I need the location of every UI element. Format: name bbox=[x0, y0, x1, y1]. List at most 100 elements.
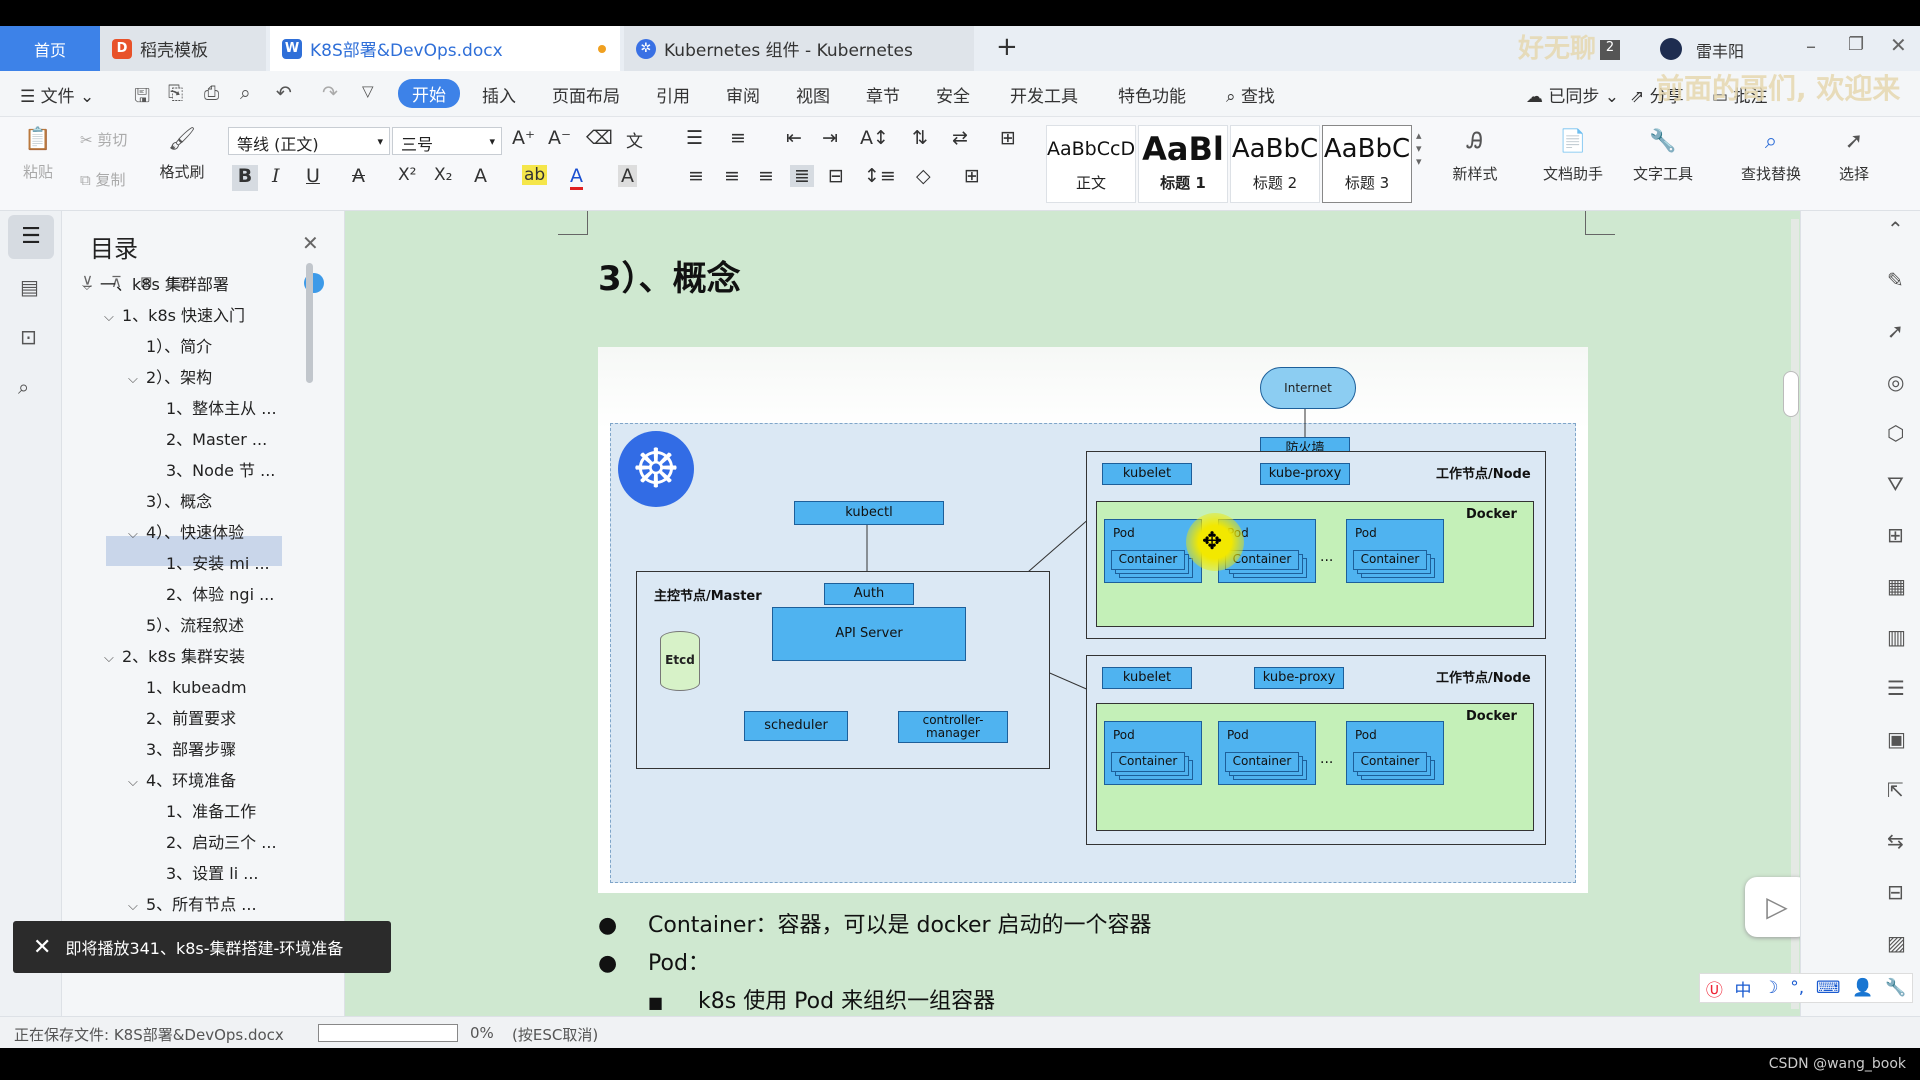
distribute-icon[interactable]: ⊟ bbox=[828, 165, 844, 187]
bullet-pod-sub[interactable]: ■k8s 使用 Pod 来组织一组容器 bbox=[648, 989, 996, 1014]
shrink-font-icon[interactable]: A⁻ bbox=[548, 127, 572, 149]
toc-controls[interactable]: ⊻⊼⊞⊟ bbox=[82, 273, 202, 291]
menu-item-insert[interactable]: 插入 bbox=[482, 87, 516, 107]
new-tab-button[interactable]: + bbox=[996, 32, 1018, 62]
shading-icon[interactable]: ◇ bbox=[916, 165, 931, 187]
menu-item-page-layout[interactable]: 页面布局 bbox=[552, 87, 620, 107]
table-icon[interactable]: ⊞ bbox=[1887, 523, 1904, 547]
menu-item-reference[interactable]: 引用 bbox=[656, 87, 690, 107]
strikethrough-button[interactable]: A bbox=[352, 165, 365, 187]
border-icon[interactable]: ⊞ bbox=[964, 165, 980, 187]
collapse-icon[interactable]: ⌃ bbox=[1887, 217, 1904, 241]
menu-item-security[interactable]: 安全 bbox=[936, 87, 970, 107]
text-tools-button[interactable]: 🔧 文字工具 bbox=[1632, 129, 1693, 183]
shapes-icon[interactable]: ⬡ bbox=[1887, 421, 1905, 445]
toc-item[interactable]: 1、整体主从 ... bbox=[166, 399, 277, 418]
menu-item-features[interactable]: 特色功能 bbox=[1118, 87, 1186, 107]
tab-home[interactable]: 首页 bbox=[0, 26, 100, 71]
cut-button[interactable]: ✂ 剪切 bbox=[80, 131, 128, 149]
restore-button[interactable]: ❐ bbox=[1848, 34, 1865, 55]
scrollbar-thumb[interactable] bbox=[1783, 371, 1799, 417]
underline-button[interactable]: U bbox=[306, 165, 320, 187]
toc-scrollbar[interactable] bbox=[306, 263, 313, 383]
chevron-down-icon[interactable]: ⌵ bbox=[104, 310, 114, 325]
line-spacing-icon[interactable]: ↕≡ bbox=[864, 165, 896, 187]
font-size-select[interactable]: 三号▾ bbox=[392, 127, 502, 155]
toc-item[interactable]: 2、启动三个 ... bbox=[166, 833, 277, 852]
chevron-down-icon[interactable]: ⌵ bbox=[104, 651, 114, 666]
increase-indent-icon[interactable]: ⇥ bbox=[822, 127, 838, 149]
tab-web-kubernetes[interactable]: ✲ Kubernetes 组件 - Kubernetes bbox=[624, 26, 974, 71]
menu-item-chapter[interactable]: 章节 bbox=[866, 87, 900, 107]
menu-item-view[interactable]: 视图 bbox=[796, 87, 830, 107]
chevron-down-icon[interactable]: ⌵ bbox=[128, 372, 138, 387]
find-replace-button[interactable]: ⌕ 查找替换 bbox=[1740, 129, 1801, 183]
toc-item[interactable]: ⌵4）、快速体验 bbox=[128, 523, 245, 542]
font-family-select[interactable]: 等线 (正文)▾ bbox=[228, 127, 390, 155]
style-normal[interactable]: AaBbCcDc 正文 bbox=[1046, 125, 1136, 203]
bold-button[interactable]: B bbox=[232, 165, 258, 191]
format-painter-button[interactable]: 🖌 格式刷 bbox=[159, 127, 205, 181]
user-name[interactable]: 雷丰阳 bbox=[1696, 42, 1745, 61]
toc-item[interactable]: 1、准备工作 bbox=[166, 802, 257, 821]
toc-item[interactable]: ⌵2、k8s 集群安装 bbox=[104, 647, 246, 666]
toc-item[interactable]: 2、Master ... bbox=[166, 430, 268, 449]
minimize-button[interactable]: – bbox=[1806, 34, 1816, 58]
toc-item[interactable]: 3、部署步骤 bbox=[146, 740, 237, 759]
tab-document[interactable]: W K8S部署&DevOps.docx bbox=[270, 26, 620, 71]
align-right-icon[interactable]: ≡ bbox=[758, 165, 774, 187]
location-icon[interactable]: ◎ bbox=[1887, 370, 1905, 394]
filter-icon[interactable]: ☰ bbox=[1887, 676, 1905, 700]
style-heading-1[interactable]: AaBl 标题 1 bbox=[1138, 125, 1228, 203]
toc-item[interactable]: ⌵一、k8s 集群部署 bbox=[82, 275, 229, 294]
phonetic-icon[interactable]: 文 bbox=[626, 132, 643, 152]
doc-assistant-button[interactable]: 📄 文档助手 bbox=[1542, 129, 1603, 183]
export-icon[interactable]: ⇱ bbox=[1887, 778, 1904, 802]
chevron-down-icon[interactable]: ⌵ bbox=[82, 279, 92, 294]
paragraph-icon[interactable]: ⇄ bbox=[952, 127, 968, 149]
toc-item[interactable]: ⌵5、所有节点 ... bbox=[128, 895, 257, 914]
justify-icon[interactable]: ≣ bbox=[790, 165, 814, 187]
image-icon[interactable]: ▨ bbox=[1887, 931, 1906, 955]
text-direction-icon[interactable]: A↕ bbox=[860, 127, 889, 149]
text-effect-button[interactable]: A bbox=[474, 165, 487, 187]
subscript-button[interactable]: X₂ bbox=[434, 165, 453, 185]
customize-icon[interactable]: ▽ bbox=[362, 82, 374, 100]
toc-item[interactable]: 2、前置要求 bbox=[146, 709, 237, 728]
chapter-icon[interactable]: ▤ bbox=[20, 275, 39, 299]
italic-button[interactable]: I bbox=[272, 165, 280, 187]
highlight-button[interactable]: ab bbox=[522, 165, 548, 185]
decrease-indent-icon[interactable]: ⇤ bbox=[786, 127, 802, 149]
toc-item[interactable]: 1）、简介 bbox=[146, 337, 213, 356]
chevron-down-icon[interactable]: ⌵ bbox=[128, 899, 138, 914]
export-icon[interactable]: ⎘ bbox=[168, 82, 184, 104]
chart-icon[interactable]: ▥ bbox=[1887, 625, 1906, 649]
toc-item[interactable]: ⌵2）、架构 bbox=[128, 368, 213, 387]
comment-button[interactable]: ▭ 批注 bbox=[1712, 87, 1768, 107]
sync-status[interactable]: ☁ 已同步 ⌄ bbox=[1526, 87, 1620, 107]
pointer-icon[interactable]: ➚ bbox=[1887, 319, 1904, 343]
menu-item-review[interactable]: 审阅 bbox=[726, 87, 760, 107]
copy-button[interactable]: ⧉ 复制 bbox=[80, 171, 126, 189]
architecture-diagram[interactable]: ☸ Internet 防火墙 主控节点/Master kubectl Auth … bbox=[598, 347, 1588, 893]
apps-icon[interactable]: ▦ bbox=[1887, 574, 1906, 598]
menu-item-start[interactable]: 开始 bbox=[398, 79, 460, 108]
select-button[interactable]: ➚ 选择 bbox=[1838, 129, 1869, 183]
close-icon[interactable]: ✕ bbox=[302, 231, 319, 255]
numbered-list-icon[interactable]: ≡ bbox=[730, 127, 746, 149]
toc-item[interactable]: 3、Node 节 ... bbox=[166, 461, 276, 480]
chevron-down-icon[interactable]: ⌵ bbox=[128, 775, 138, 790]
play-video-icon[interactable]: ▷ bbox=[1745, 877, 1809, 937]
search-menu[interactable]: ⌕ 查找 bbox=[1226, 87, 1275, 107]
chevron-down-icon[interactable]: ⌵ bbox=[128, 527, 138, 542]
section-heading[interactable]: 3）、概念 bbox=[598, 259, 741, 299]
print-icon[interactable]: ⎙ bbox=[204, 82, 220, 104]
superscript-button[interactable]: X² bbox=[398, 165, 417, 185]
redo-icon[interactable]: ↷ bbox=[322, 82, 338, 104]
styles-scroll-icon[interactable]: ▴▾▾ bbox=[1416, 129, 1422, 168]
preview-icon[interactable]: ⌕ bbox=[240, 82, 251, 104]
char-shading-button[interactable]: A bbox=[618, 165, 637, 187]
drive-icon[interactable]: ⛛ bbox=[1887, 472, 1904, 496]
share-button[interactable]: ⇗ 分享 bbox=[1630, 87, 1684, 107]
translate-icon[interactable]: ⇆ bbox=[1887, 829, 1904, 853]
